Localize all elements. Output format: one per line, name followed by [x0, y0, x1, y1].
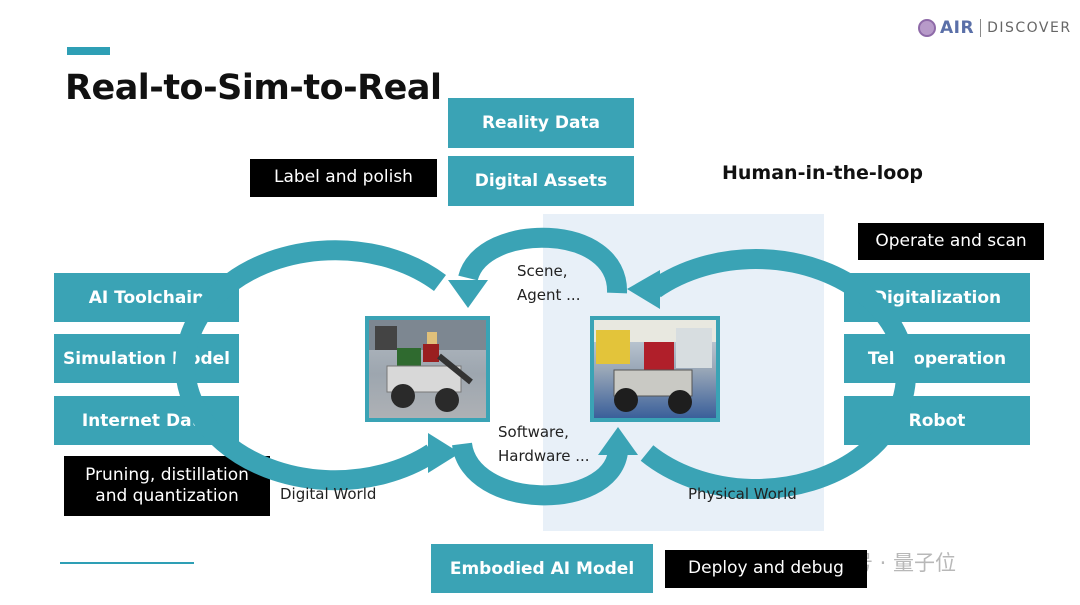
digital-assets-box: Digital Assets — [448, 156, 634, 206]
pruning-note: Pruning, distillation and quantization — [64, 456, 270, 516]
logo-seal-icon — [918, 19, 936, 37]
title-accent-bar — [67, 47, 110, 55]
left-loop-arrow — [175, 240, 446, 491]
digital-world-label: Digital World — [280, 485, 377, 503]
pruning-note-line2: and quantization — [95, 486, 239, 506]
bottom-accent-line — [60, 562, 194, 564]
bottom-arc-arrow — [452, 441, 628, 506]
physical-robot-photo — [590, 316, 720, 422]
bottom-cycle-label-line1: Software, — [498, 423, 569, 441]
pruning-note-line1: Pruning, distillation — [85, 464, 249, 485]
page-title: Real-to-Sim-to-Real — [65, 68, 442, 108]
label-and-polish-note: Label and polish — [250, 159, 437, 197]
bottom-cycle-label-line2: Hardware ... — [498, 447, 590, 465]
logo-brand: AIR — [940, 18, 975, 38]
reality-data-box: Reality Data — [448, 98, 634, 148]
right-loop-arrow — [640, 249, 917, 500]
top-cycle-label-line1: Scene, — [517, 262, 568, 280]
simulated-robot-image — [365, 316, 490, 422]
deploy-and-debug-note: Deploy and debug — [665, 550, 867, 588]
bottom-arc-arrowhead — [598, 427, 638, 455]
top-arc-arrow — [458, 227, 628, 294]
top-cycle-label: Scene, Agent ... — [517, 259, 580, 307]
bottom-cycle-label: Software, Hardware ... — [498, 420, 590, 468]
physical-world-label: Physical World — [688, 485, 797, 503]
physical-robot-drawing — [594, 320, 716, 414]
logo: AIR DISCOVER — [918, 16, 1072, 40]
logo-divider — [980, 19, 982, 37]
top-cycle-label-line2: Agent ... — [517, 286, 581, 304]
top-arc-arrowhead — [448, 280, 488, 308]
embodied-ai-model-box: Embodied AI Model — [431, 544, 653, 593]
right-loop-arrowhead — [627, 270, 660, 309]
logo-tagline: DISCOVER — [987, 20, 1072, 36]
simulated-robot-drawing — [369, 320, 486, 412]
operate-and-scan-note: Operate and scan — [858, 223, 1044, 260]
human-in-the-loop-label: Human-in-the-loop — [722, 162, 923, 184]
left-loop-arrowhead — [428, 433, 460, 473]
